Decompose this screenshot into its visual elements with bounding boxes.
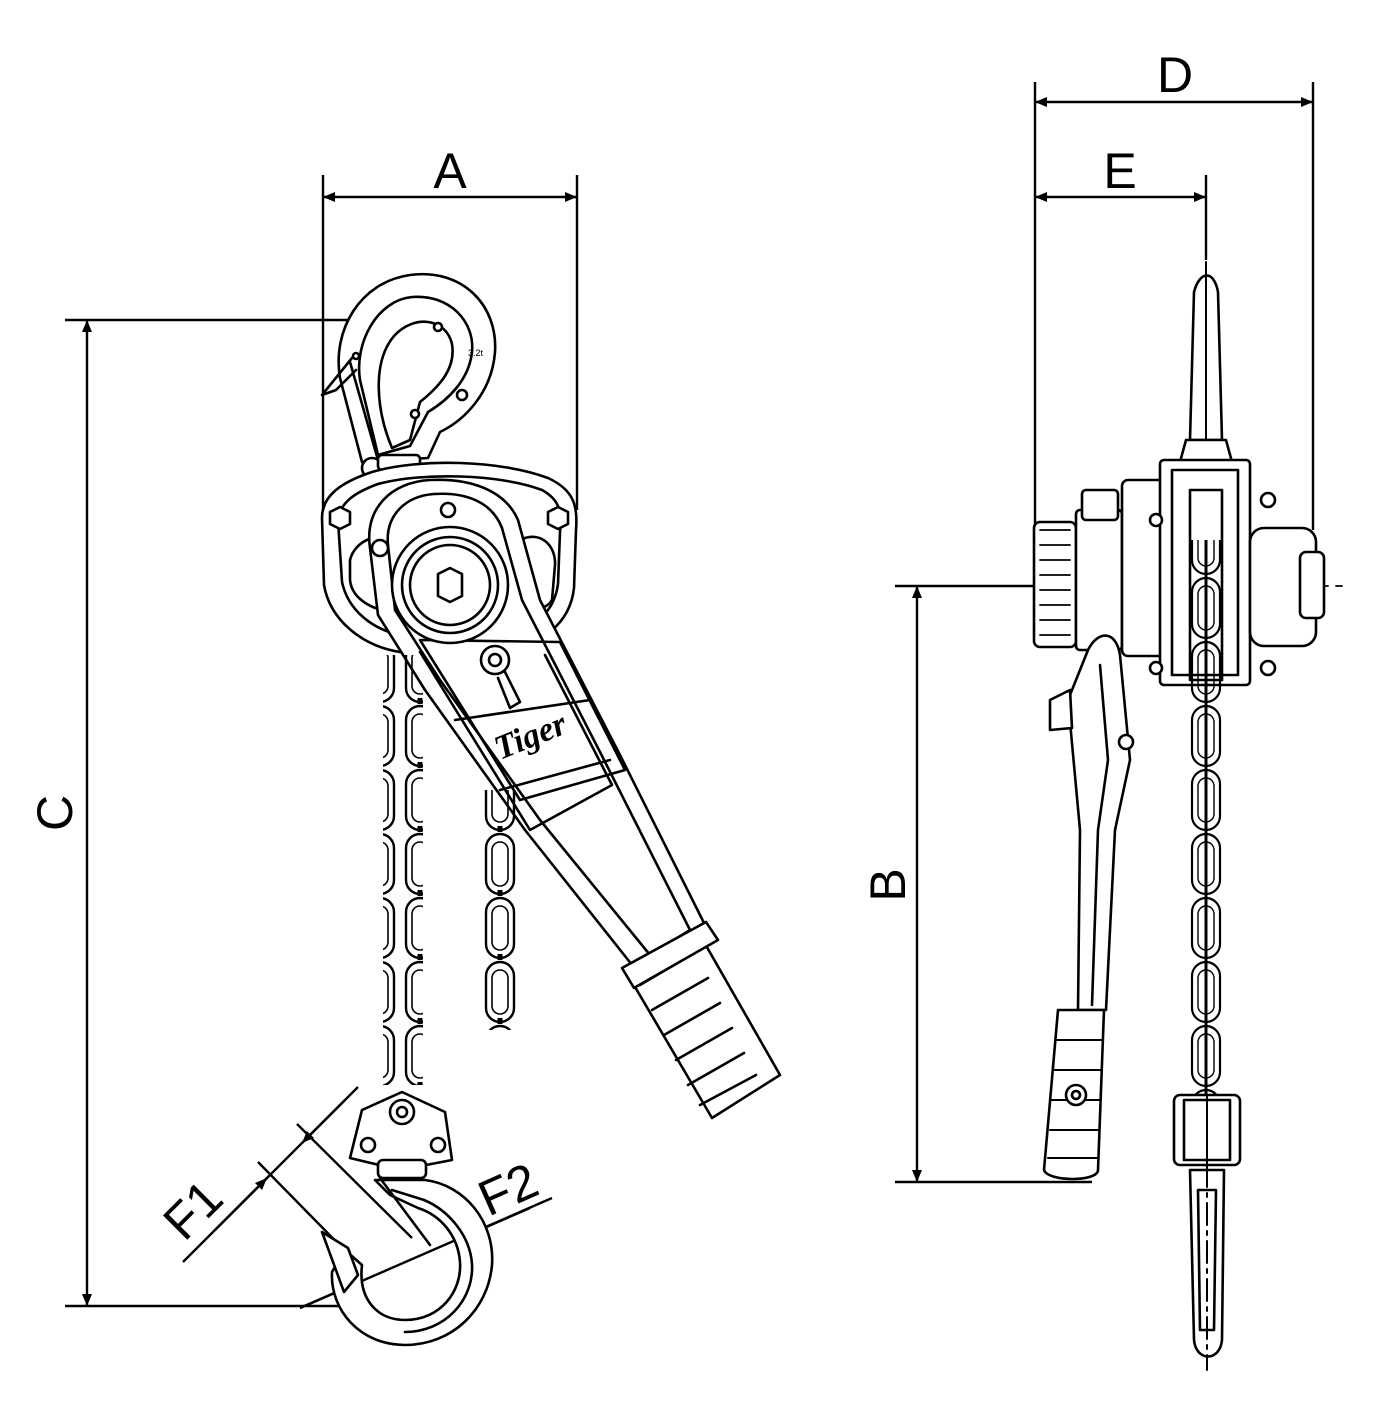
side-top-hook [1178, 261, 1234, 464]
hex-nut [436, 566, 464, 604]
hand-wheel [390, 525, 510, 645]
load-chain-slack [480, 790, 520, 1030]
bottom-block [348, 1090, 454, 1180]
dim-f1-arrow-1 [214, 1177, 268, 1231]
dimension-labels: A D E C B F1 F2 [27, 47, 1193, 1250]
label-c: C [27, 795, 83, 831]
load-chain-main [383, 655, 423, 1085]
label-f1: F1 [153, 1170, 234, 1251]
top-hook: 3.2t [320, 272, 497, 480]
bottom-hook [320, 1176, 494, 1347]
side-load-chain [1188, 680, 1224, 1100]
side-grip [1042, 1008, 1106, 1181]
side-view [999, 261, 1346, 1371]
label-a: A [433, 143, 467, 199]
lever-grip [620, 920, 782, 1120]
dim-f1-arrow-2 [301, 1099, 346, 1144]
label-e: E [1103, 143, 1136, 199]
dimension-lines [65, 82, 1315, 1310]
hook-mark: 3.2t [468, 348, 484, 358]
side-hub [1032, 458, 1326, 687]
dim-f1-ext-2 [296, 1123, 413, 1239]
side-lever [1048, 634, 1135, 1012]
label-b: B [860, 868, 916, 901]
side-bottom-hook [1188, 1164, 1226, 1371]
side-bottom-block [1172, 1093, 1242, 1167]
front-view: 3.2t Tiger [320, 272, 782, 1347]
label-d: D [1157, 47, 1193, 103]
side-inner-chain [1188, 540, 1224, 680]
